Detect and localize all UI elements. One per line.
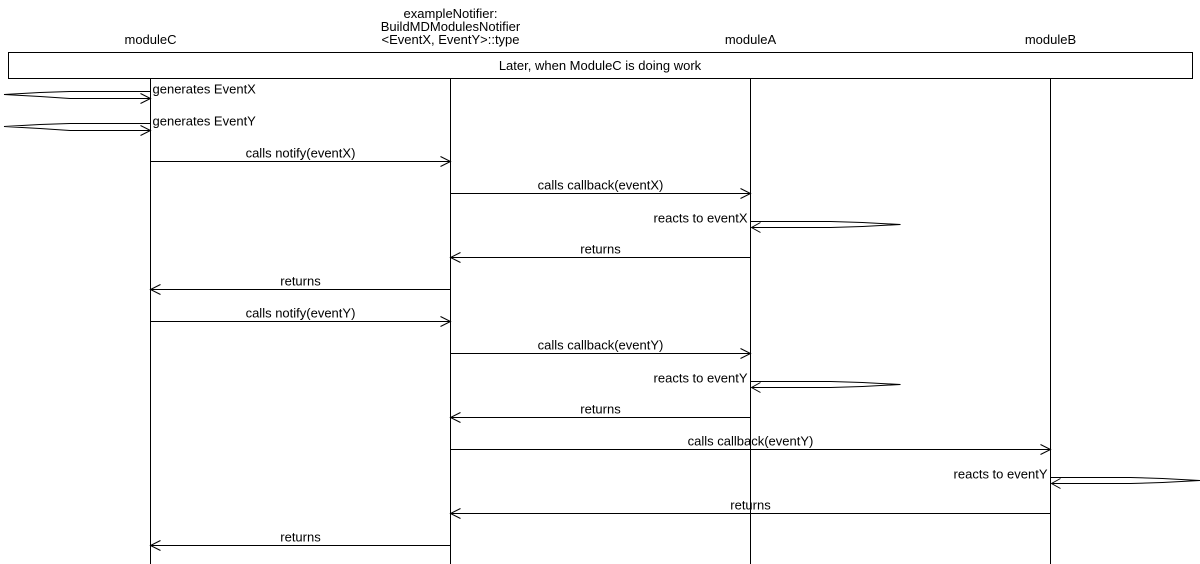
message-return: returns [449,402,751,423]
message-call: calls callback(eventY) [450,338,752,359]
message-label: reacts to eventY [954,467,1048,482]
message-label: returns [280,530,321,545]
self-message-line [3,123,151,131]
arrowhead-icon [149,284,161,295]
message-self: reacts to eventY [954,467,1200,489]
self-message-line [750,381,901,388]
message-return: returns [149,530,451,551]
arrowhead-icon [149,540,161,551]
note-text: Later, when ModuleC is doing work [499,58,702,73]
message-label: reacts to eventX [654,211,748,226]
arrowhead-icon [740,188,752,199]
message-self: reacts to eventY [654,371,901,393]
message-label: returns [580,402,621,417]
self-message-line [3,91,151,99]
message-label: calls notify(eventY) [246,306,356,321]
message-label: returns [580,242,621,257]
note: Later, when ModuleC is doing work [8,52,1193,79]
message-label: calls callback(eventY) [688,434,814,449]
message-call: calls notify(eventX) [150,146,452,167]
message-call: calls callback(eventY) [450,434,1052,455]
message-self: generates EventY [3,114,257,136]
arrowhead-icon [449,508,461,519]
self-message-line [750,221,901,228]
arrowhead-icon [750,382,761,393]
message-call: calls notify(eventY) [150,306,452,327]
arrowhead-icon [740,348,752,359]
message-label: returns [280,274,321,289]
arrowhead-icon [449,412,461,423]
participant-label-notifier: exampleNotifier: [404,6,498,21]
message-label: generates EventY [153,114,257,129]
message-return: returns [149,274,451,295]
message-label: calls callback(eventX) [538,178,664,193]
message-self: reacts to eventX [654,211,901,233]
message-label: reacts to eventY [654,371,748,386]
arrowhead-icon [1040,444,1052,455]
arrowhead-icon [1050,478,1061,489]
message-call: calls callback(eventX) [450,178,752,199]
message-label: calls callback(eventY) [538,338,664,353]
participant-label-moduleB: moduleB [1025,32,1076,47]
message-label: calls notify(eventX) [246,146,356,161]
message-return: returns [449,498,1051,519]
arrowhead-icon [440,316,452,327]
message-label: returns [730,498,771,513]
arrowhead-icon [140,93,152,104]
arrowhead-icon [750,222,761,233]
arrowhead-icon [440,156,452,167]
participant-label-moduleC: moduleC [124,32,176,47]
participant-label-notifier: BuildMDModulesNotifier [381,19,521,34]
participant-label-moduleA: moduleA [725,32,777,47]
message-return: returns [449,242,751,263]
arrowhead-icon [449,252,461,263]
message-label: generates EventX [153,82,257,97]
message-self: generates EventX [3,82,257,104]
note-box [8,52,1193,79]
arrowhead-icon [140,125,152,136]
participant-label-notifier: <EventX, EventY>::type [381,32,519,47]
self-message-line [1050,477,1200,484]
participants: moduleC exampleNotifier:BuildMDModulesNot… [124,6,1076,47]
messages: generates EventX generates EventY calls no… [3,82,1200,551]
